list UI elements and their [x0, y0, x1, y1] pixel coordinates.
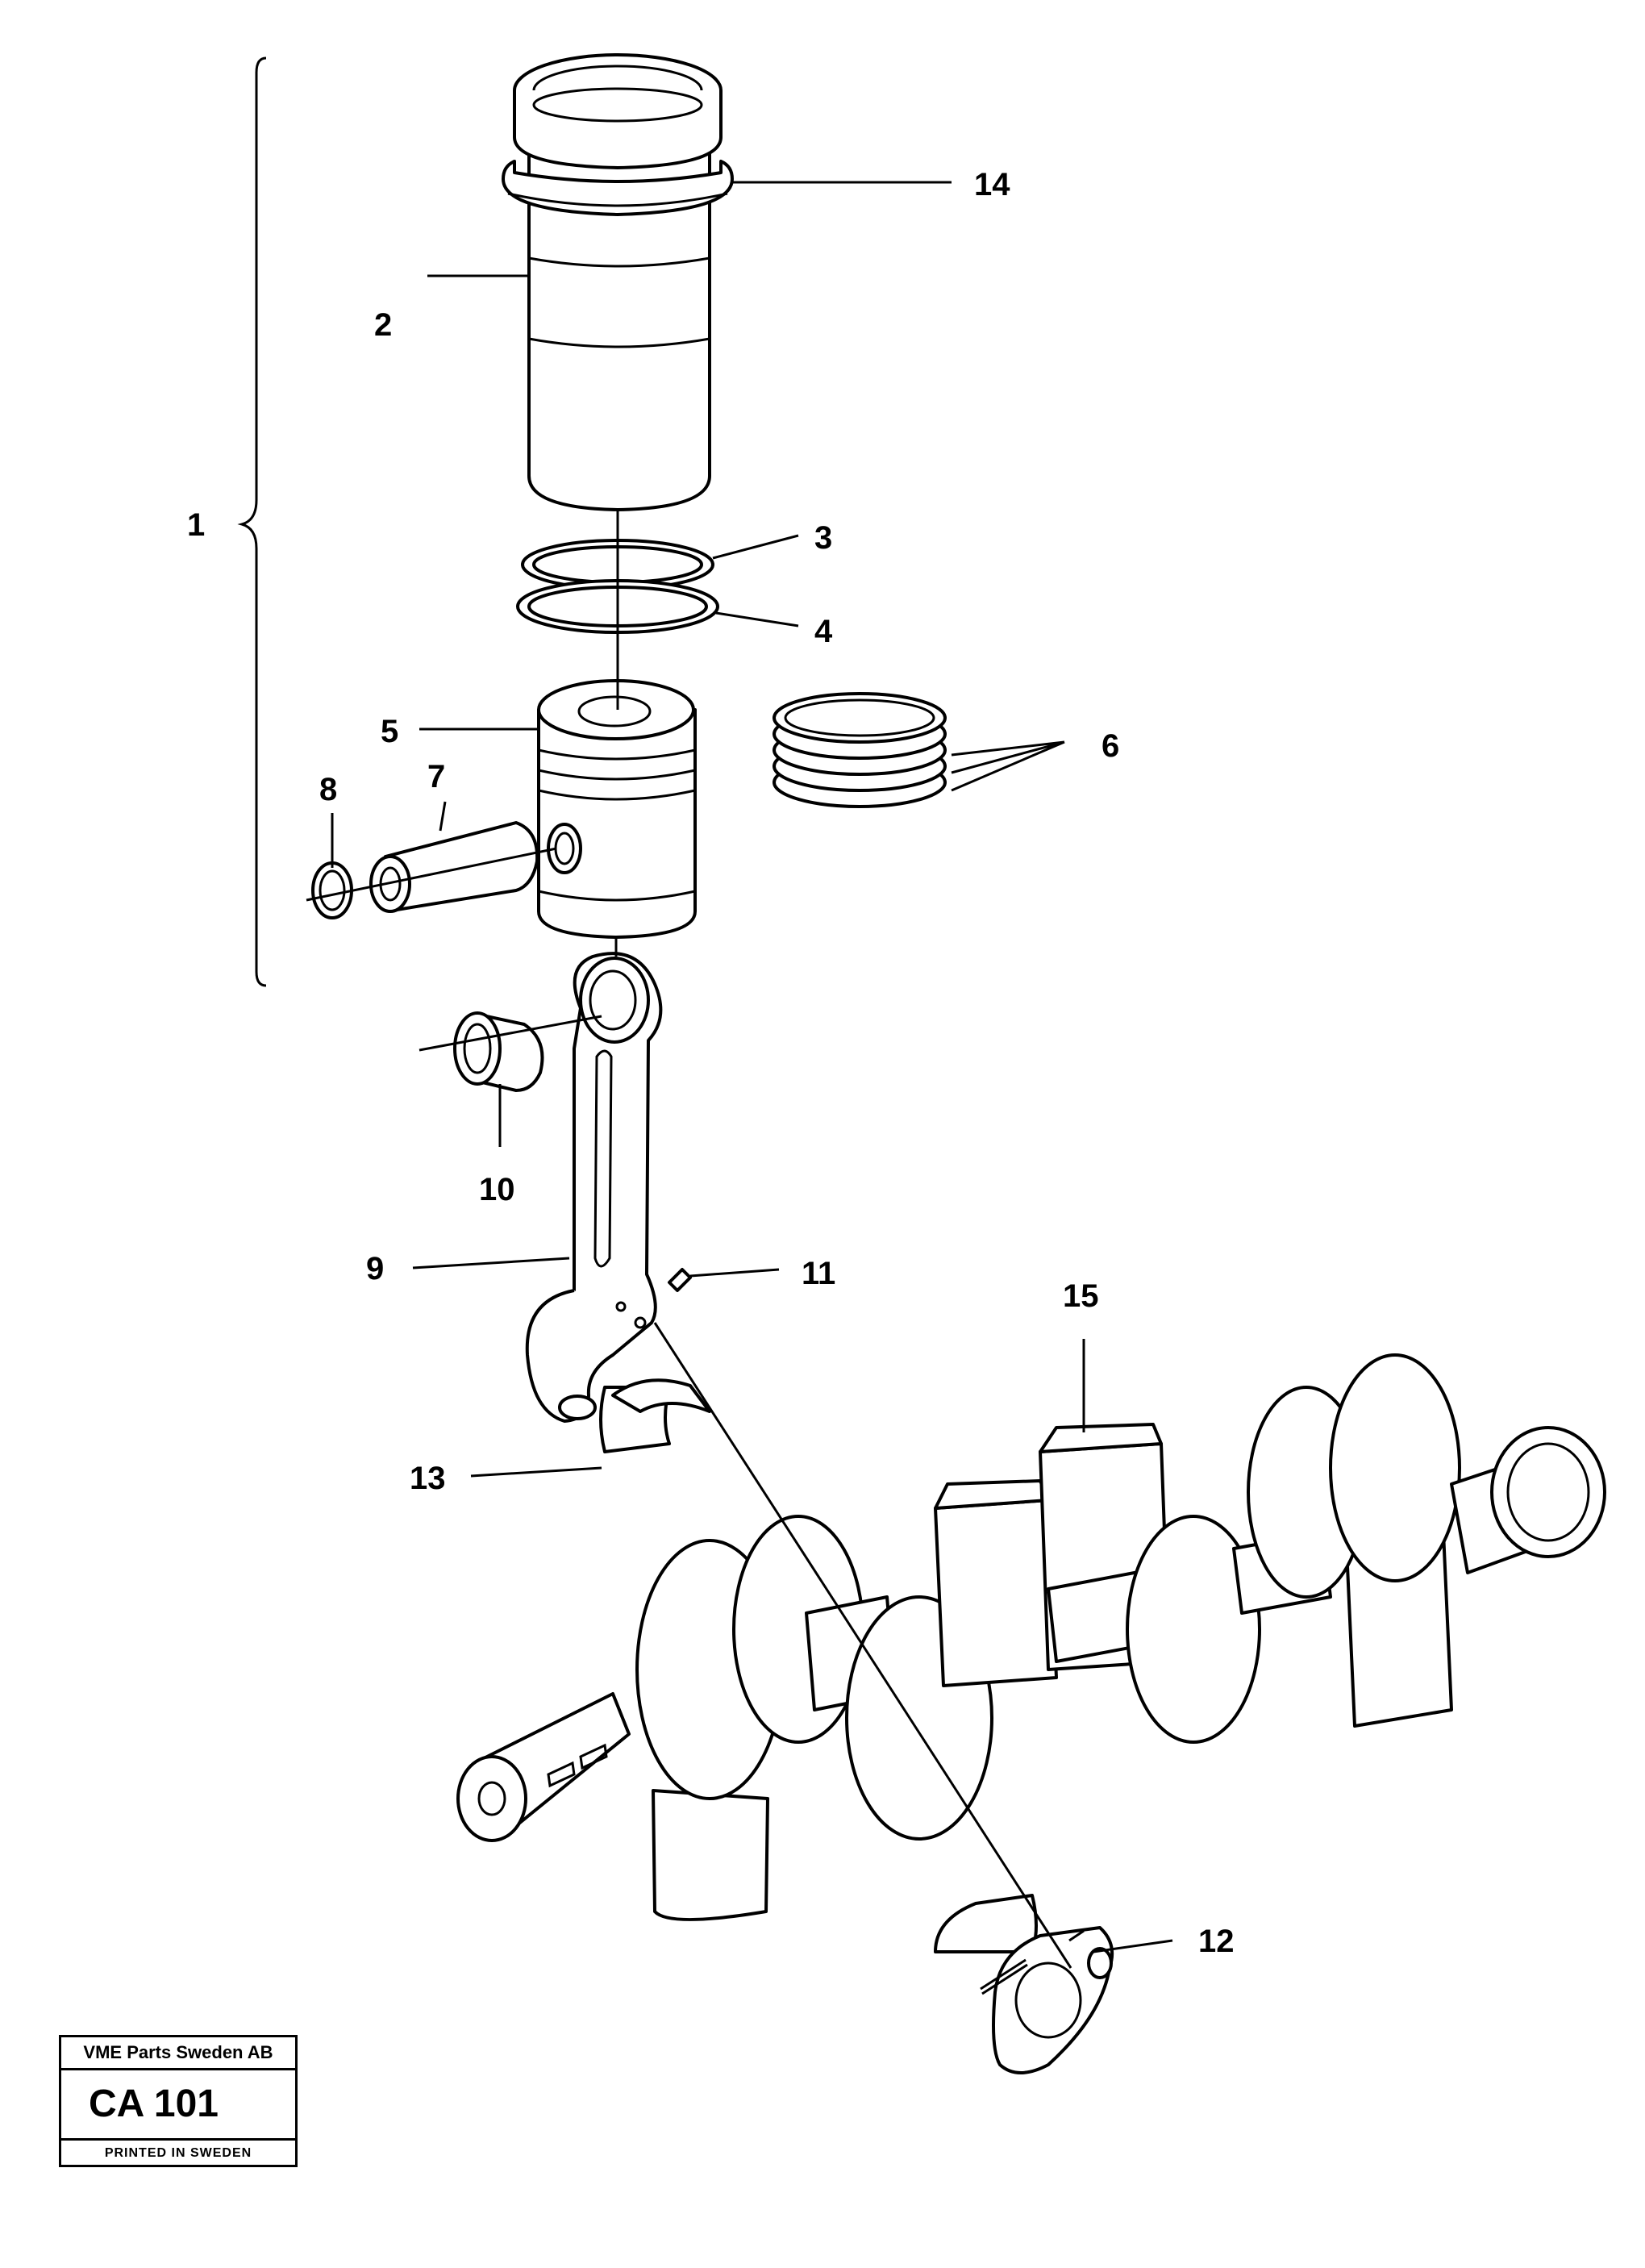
callout-1: 1	[187, 507, 205, 543]
big-end-bolt-axis	[653, 1322, 1072, 1969]
callout-15: 15	[1063, 1278, 1099, 1314]
leader-3	[712, 534, 799, 560]
liner-seal-ring	[502, 160, 734, 216]
leader-13	[470, 1466, 602, 1478]
leader-4	[715, 611, 799, 627]
circlip	[311, 861, 353, 919]
callout-10: 10	[479, 1172, 515, 1207]
leader-12	[1093, 1939, 1173, 1953]
callout-7: 7	[427, 759, 445, 794]
callout-8: 8	[319, 772, 337, 807]
guide-pin	[668, 1268, 692, 1292]
callout-4: 4	[814, 614, 833, 649]
callout-9: 9	[366, 1251, 384, 1286]
callout-14: 14	[974, 167, 1010, 202]
piston	[537, 679, 697, 939]
gudgeon-pin-axis	[306, 847, 557, 902]
group-bracket	[237, 56, 267, 987]
leader-9	[412, 1257, 570, 1269]
callout-13: 13	[410, 1461, 446, 1496]
title-block-code: CA 101	[61, 2070, 295, 2141]
leader-7	[439, 801, 447, 832]
small-end-bush	[453, 1011, 544, 1092]
small-end-axis	[419, 1015, 602, 1052]
callout-5: 5	[381, 714, 398, 749]
callout-2: 2	[374, 307, 392, 343]
piston-ring-set	[773, 692, 947, 808]
title-block-company: VME Parts Sweden AB	[61, 2037, 295, 2070]
big-end-cap	[934, 1894, 1114, 2074]
title-block: VME Parts Sweden AB CA 101 PRINTED IN SW…	[59, 2035, 298, 2167]
callout-11: 11	[802, 1256, 835, 1291]
callout-12: 12	[1198, 1924, 1235, 1959]
title-block-printed: PRINTED IN SWEDEN	[104, 2146, 252, 2160]
crankshaft	[456, 1353, 1606, 1921]
connecting-rod	[525, 952, 663, 1423]
leader-11	[689, 1268, 780, 1278]
big-end-bearing-shell	[599, 1378, 711, 1453]
gudgeon-pin	[369, 821, 539, 913]
callout-6: 6	[1102, 728, 1119, 764]
callout-3: 3	[814, 520, 832, 556]
cylinder-liner	[513, 53, 723, 511]
leader-6	[951, 740, 1065, 792]
